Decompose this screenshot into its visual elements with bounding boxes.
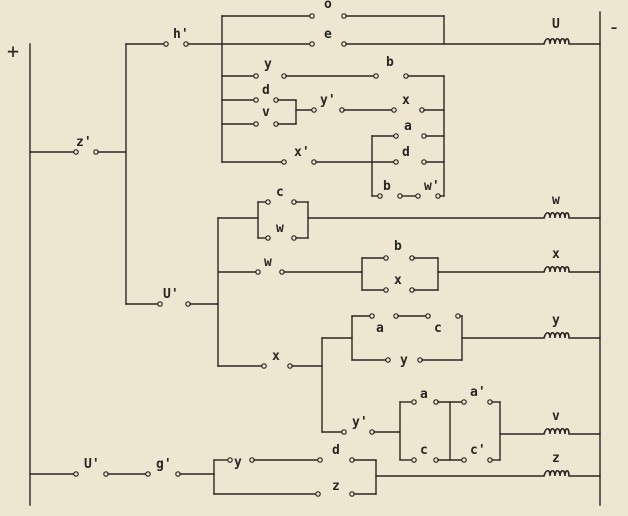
- contact-v-top: v: [262, 105, 270, 120]
- contact-b-row: b: [394, 239, 402, 254]
- contact-w-prime: w': [424, 179, 440, 194]
- contact-a-low: a: [376, 321, 384, 336]
- contact-d-mid: d: [402, 145, 410, 160]
- contact-w-row: w: [264, 255, 272, 270]
- contact-y-prime-top: y': [320, 93, 336, 108]
- contact-x-low: x: [272, 349, 280, 364]
- contact-g-prime: g': [156, 457, 172, 472]
- coil-U-label: U: [552, 17, 560, 32]
- contact-d-bot: d: [332, 443, 340, 458]
- contact-w-mid: w: [276, 221, 284, 236]
- contact-z-prime: z': [76, 135, 92, 150]
- coil-y-label: y: [552, 313, 560, 328]
- contact-y-bot: y: [234, 455, 242, 470]
- contact-c-low: c: [434, 321, 442, 336]
- contact-e: e: [324, 27, 332, 42]
- coil-v-label: v: [552, 409, 560, 424]
- positive-terminal: +: [7, 39, 19, 63]
- contact-b-top: b: [386, 55, 394, 70]
- contact-U-prime-mid: U': [163, 287, 179, 302]
- z-prime-branch: z': [29, 43, 127, 305]
- contact-a-prime-v: a': [470, 385, 486, 400]
- h-prime-branch: h' o e U y b d: [125, 0, 601, 199]
- contact-U-prime-bot: U': [84, 457, 100, 472]
- contact-c-prime-v: c': [470, 443, 486, 458]
- coil-z-label: z: [552, 451, 560, 466]
- coil-w-label: w: [552, 193, 560, 208]
- contact-x-row: x: [394, 273, 402, 288]
- contact-x-top: x: [402, 93, 410, 108]
- contact-o: o: [324, 0, 332, 12]
- coil-x-label: x: [552, 247, 560, 262]
- contact-d-top: d: [262, 83, 270, 98]
- contact-a-v: a: [420, 387, 428, 402]
- negative-terminal: -: [608, 15, 620, 39]
- u-prime-branch: U' c w w w b x: [125, 185, 601, 463]
- contact-x-prime: x': [294, 145, 310, 160]
- contact-z-bot: z: [332, 479, 340, 494]
- contact-c-v: c: [420, 443, 428, 458]
- bottom-branch: U' g' y d z z: [29, 443, 601, 497]
- contact-y-prime-low: y': [352, 415, 368, 430]
- contact-c-mid: c: [276, 185, 284, 200]
- contact-y-top: y: [264, 57, 272, 72]
- contact-h-prime: h': [173, 27, 189, 42]
- contact-a-top: a: [404, 119, 412, 134]
- contact-b-bot: b: [383, 179, 391, 194]
- contact-y-low: y: [400, 353, 408, 368]
